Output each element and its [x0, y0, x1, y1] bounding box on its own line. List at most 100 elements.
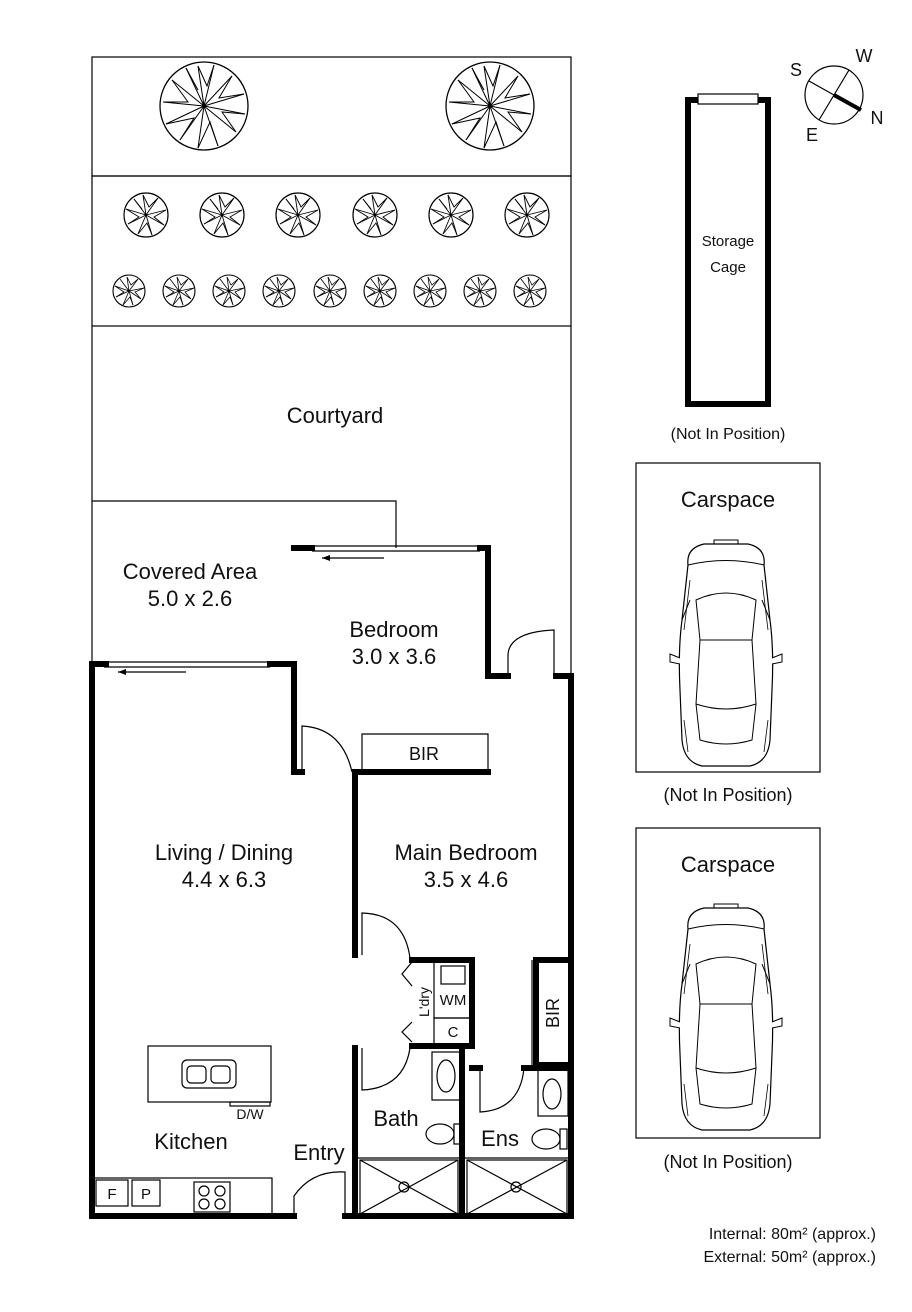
drain-icon [398, 1181, 410, 1193]
storage-cage [685, 97, 771, 407]
tree-icon [428, 192, 474, 238]
shower-cross [466, 1159, 568, 1215]
bedroom-dims: 3.0 x 3.6 [352, 644, 436, 669]
external-area: External: 50m² (approx.) [703, 1249, 876, 1266]
sink-bowl [186, 1065, 207, 1084]
main-bedroom-dims: 3.5 x 4.6 [424, 867, 508, 892]
wm-label: WM [440, 992, 467, 1009]
living-dining-dims: 4.4 x 6.3 [182, 867, 266, 892]
carspace-2 [635, 827, 821, 1139]
east-south-wall [342, 673, 574, 1219]
burner-icon [198, 1198, 210, 1210]
covered-area-dims: 5.0 x 2.6 [148, 586, 232, 611]
tree-icon [313, 274, 347, 308]
main-bedroom-label: Main Bedroom [394, 840, 537, 865]
laundry-label: L'dry [416, 987, 432, 1017]
kitchen-bench [93, 1177, 273, 1215]
toilet-icon [531, 1128, 561, 1150]
living-dining-label: Living / Dining [155, 840, 293, 865]
bedroom-bir-label: BIR [409, 744, 439, 764]
bath-shower [359, 1159, 459, 1215]
internal-area: Internal: 80m² (approx.) [709, 1226, 876, 1243]
compass-n: N [871, 108, 884, 128]
tree-icon [123, 192, 169, 238]
toilet-cistern [559, 1128, 568, 1150]
pantry-label: P [141, 1186, 151, 1203]
arrow-head-icon [118, 669, 126, 675]
tree-icon [212, 274, 246, 308]
tree-icon [352, 192, 398, 238]
toilet-cistern [453, 1123, 462, 1145]
ensuite-shower [466, 1159, 568, 1215]
bedroom-label: Bedroom [349, 617, 438, 642]
basin-icon [436, 1059, 456, 1093]
tree-icon [162, 274, 196, 308]
main-bir-label: BIR [543, 998, 563, 1028]
sliding-door-living [104, 661, 270, 668]
dishwasher [229, 1101, 271, 1107]
washer-icon [440, 965, 466, 985]
sink-bowl [210, 1065, 231, 1084]
main-bedroom-hall-door [361, 912, 411, 959]
ensuite-door [479, 1067, 525, 1113]
storage-note: (Not In Position) [671, 426, 786, 443]
burner-icon [198, 1185, 210, 1197]
carspace-2-label: Carspace [681, 852, 775, 877]
tree-icon [275, 192, 321, 238]
bedroom-door [301, 725, 353, 773]
compass-icon [804, 65, 864, 125]
compass-e: E [806, 125, 818, 145]
bedroom-north-east-wall [291, 545, 511, 679]
tree-icon [463, 274, 497, 308]
tree-icon [159, 61, 249, 151]
tree-icon [504, 192, 550, 238]
storage-cage-door [697, 93, 759, 105]
bath-label: Bath [373, 1106, 418, 1131]
compass-w: W [856, 46, 873, 66]
tree-icon [112, 274, 146, 308]
basin-icon [542, 1078, 562, 1110]
bath-vanity [431, 1051, 461, 1101]
garden-bed-middle [91, 175, 572, 327]
carspace-1-label: Carspace [681, 487, 775, 512]
kitchen-label: Kitchen [154, 1129, 227, 1154]
bath-door [361, 1047, 411, 1091]
car-icon [669, 539, 783, 767]
courtyard-boundary [91, 326, 572, 676]
tree-icon [413, 274, 447, 308]
tree-icon [363, 274, 397, 308]
storage-label-line2: Cage [710, 259, 746, 276]
tree-icon [262, 274, 296, 308]
courtyard-label: Courtyard [287, 403, 384, 428]
main-bir-frame [533, 957, 574, 1068]
covered-area-boundary [92, 500, 397, 548]
pantry [131, 1179, 161, 1207]
sink-icon [181, 1059, 237, 1089]
burner-icon [214, 1198, 226, 1210]
tree-icon [199, 192, 245, 238]
dishwasher-label: D/W [236, 1106, 264, 1122]
entry-door [293, 1171, 346, 1216]
drain-icon [510, 1181, 522, 1193]
tree-icon [445, 61, 535, 151]
cooktop-icon [193, 1181, 231, 1213]
covered-area-label: Covered Area [123, 559, 258, 584]
compass-s: S [790, 60, 802, 80]
fridge-label: F [107, 1186, 116, 1203]
toilet-icon [425, 1123, 455, 1145]
kitchen-island [147, 1045, 272, 1103]
sliding-door-bedroom [312, 545, 480, 552]
fridge [95, 1179, 129, 1207]
arrow-head-icon [322, 555, 330, 561]
tree-icon [513, 274, 547, 308]
ensuite-label: Ens [481, 1126, 519, 1151]
burner-icon [214, 1185, 226, 1197]
ensuite-vanity [537, 1069, 569, 1117]
carspace-1 [635, 462, 821, 773]
car-icon [669, 903, 783, 1131]
carspace-2-note: (Not In Position) [663, 1152, 792, 1172]
cupboard-label: C [448, 1024, 459, 1041]
main-bedroom-door [507, 629, 555, 676]
storage-label-line1: Storage [702, 233, 755, 250]
